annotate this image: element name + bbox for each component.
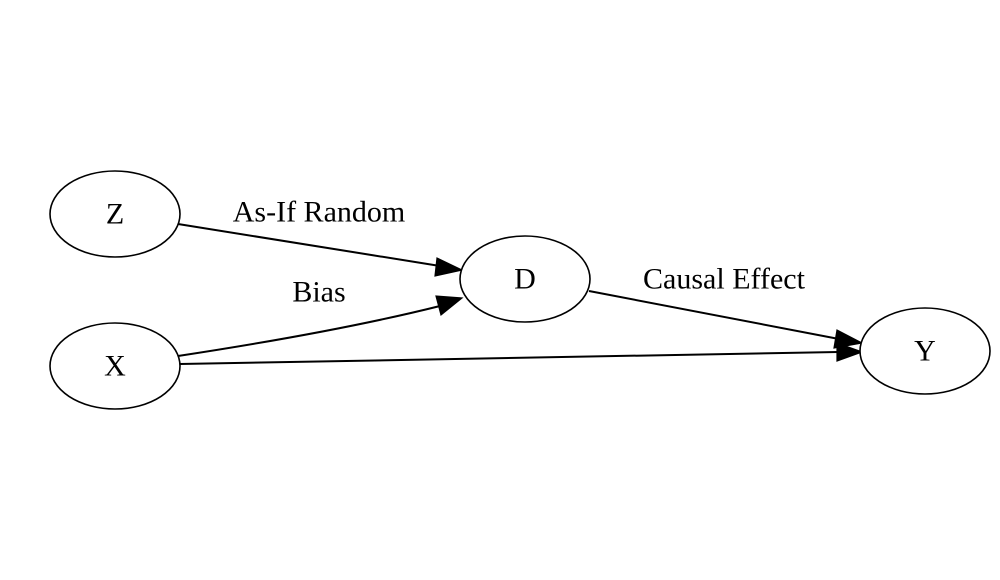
node-d: D [459, 235, 591, 323]
edge-d-to-y-arrowhead [833, 329, 864, 349]
edge-z-to-d-line [177, 223, 441, 267]
edge-x-to-d [177, 295, 464, 357]
node-y-ellipse [859, 307, 991, 395]
node-z: Z [49, 170, 181, 258]
edge-label-d-to-y: Causal Effect [643, 263, 806, 296]
edge-z-to-d [177, 223, 464, 277]
node-x-label: X [104, 350, 126, 383]
edge-d-to-y [588, 290, 864, 349]
edge-label-x-to-d: Bias [292, 276, 345, 309]
node-y-label: Y [914, 335, 936, 368]
edge-d-to-y-line [588, 290, 840, 340]
node-d-label: D [514, 263, 536, 296]
node-x-ellipse [49, 322, 181, 410]
edge-z-to-d-arrowhead [434, 257, 464, 277]
node-x: X [49, 322, 181, 410]
edge-x-to-y-line [179, 351, 839, 365]
node-z-ellipse [49, 170, 181, 258]
edge-x-to-y-arrowhead [836, 342, 864, 362]
edge-x-to-d-line [177, 305, 441, 357]
node-y: Y [859, 307, 991, 395]
edge-x-to-d-arrowhead [435, 295, 464, 317]
edge-x-to-y [179, 342, 864, 365]
edge-label-z-to-d: As-If Random [233, 196, 405, 229]
node-d-ellipse [459, 235, 591, 323]
node-z-label: Z [106, 198, 124, 231]
